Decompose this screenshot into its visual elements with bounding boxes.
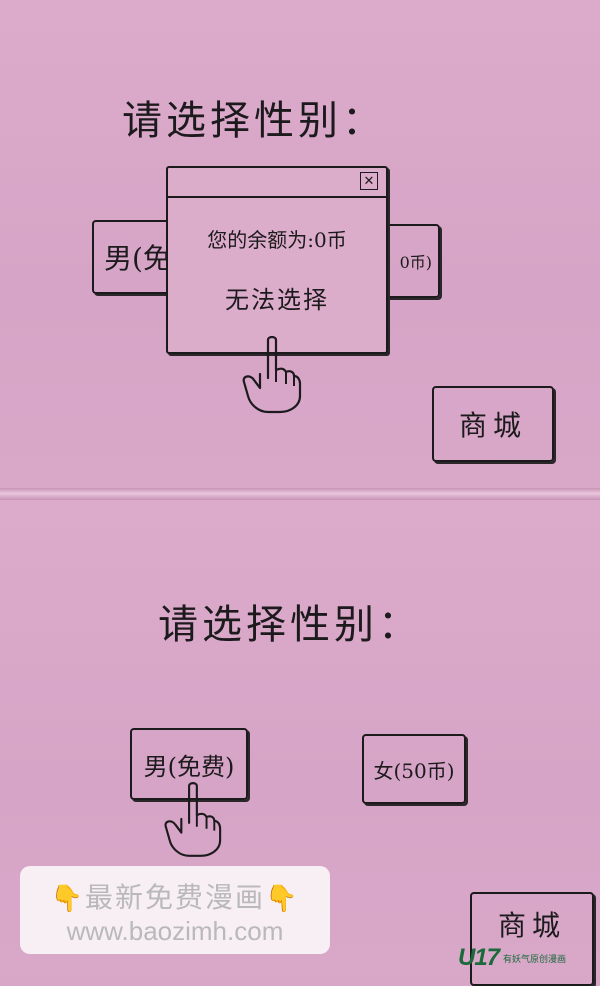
logo-mark: U17 [458,944,500,971]
shop-button-label: 商城 [497,909,566,942]
male-button[interactable]: 男(免 [92,220,194,294]
watermark-title: 👇最新免费漫画👇 [20,876,330,916]
panel-divider [0,488,600,500]
shop-button[interactable]: 商城 [432,386,554,462]
pointing-down-icon: 👇 [50,883,85,913]
watermark-banner: 👇最新免费漫画👇 www.baozimh.com [20,866,330,954]
balance-dialog: ✕ 您的余额为:0币 无法选择 [166,166,388,354]
logo-subtitle: 有妖气原创漫画 [503,953,567,964]
male-button[interactable]: 男(免费) [130,728,248,800]
pointing-hand-icon [164,782,222,857]
pointing-down-icon: 👇 [265,883,300,913]
gender-prompt-title: 请选择性别： [158,602,422,648]
female-button[interactable]: 女(50币) [362,734,466,804]
cannot-select-message: 无法选择 [225,286,329,314]
male-button-label: 男(免 [104,242,171,275]
u17-logo: U17 有妖气原创漫画 [458,944,598,972]
watermark-title-text: 最新免费漫画 [84,882,265,913]
dialog-titlebar: ✕ [168,168,386,198]
shop-button[interactable]: 商城 [470,892,594,986]
shop-button-label: 商城 [458,409,527,442]
top-panel: 请选择性别： 男(免 0币) ✕ 您的余额为:0币 无法选择 商城 [0,0,600,488]
female-button-label: 女(50币) [373,758,455,783]
balance-text: 您的余额为:0币 [207,228,347,252]
pointing-hand-icon [242,335,302,414]
female-button-label: 0币) [399,253,432,272]
male-button-label: 男(免费) [143,752,235,781]
watermark-url: www.baozimh.com [66,916,284,946]
gender-prompt-title: 请选择性别： [122,98,386,144]
close-icon[interactable]: ✕ [360,172,378,190]
